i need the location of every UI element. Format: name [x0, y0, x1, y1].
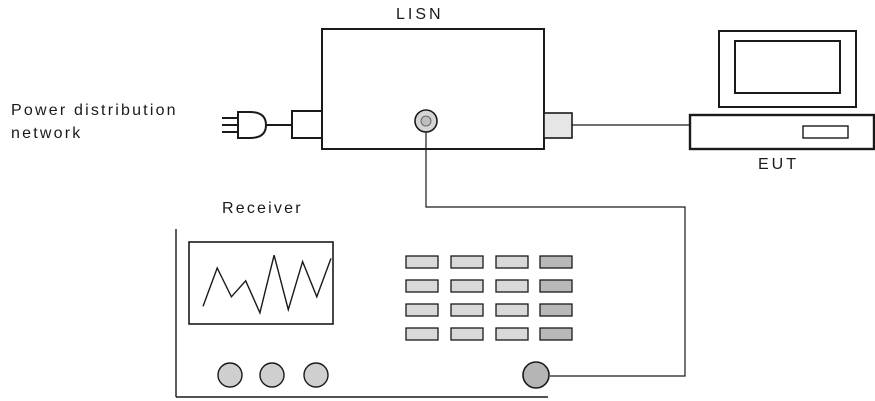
eut-drive-slot	[802, 125, 849, 139]
rf-signal-cable	[425, 132, 686, 377]
keypad-key-r1-c3	[495, 255, 529, 269]
keypad-key-r3-c3	[495, 303, 529, 317]
lisn-input-connector	[291, 110, 323, 139]
power-plug-icon	[222, 111, 292, 139]
eut-base-unit	[688, 113, 875, 151]
keypad-key-r2-c2	[450, 279, 484, 293]
keypad-key-r1-c1	[405, 255, 439, 269]
keypad-key-r2-c4	[539, 279, 573, 293]
keypad-key-r1-c2	[450, 255, 484, 269]
power-network-label: Power distribution network	[11, 99, 178, 145]
keypad-key-r4-c3	[495, 327, 529, 341]
keypad-key-r3-c2	[450, 303, 484, 317]
receiver-waveform	[202, 255, 332, 315]
keypad-key-r3-c1	[405, 303, 439, 317]
receiver-keypad	[405, 255, 573, 341]
receiver-rf-input	[522, 361, 550, 389]
receiver-knob-3	[303, 362, 329, 388]
keypad-key-r1-c4	[539, 255, 573, 269]
keypad-key-r2-c1	[405, 279, 439, 293]
keypad-key-r3-c4	[539, 303, 573, 317]
keypad-key-r2-c3	[495, 279, 529, 293]
power-label-line2: network	[11, 125, 83, 142]
lisn-output-connector	[543, 112, 573, 139]
keypad-key-r4-c4	[539, 327, 573, 341]
lisn-label: LISN	[396, 6, 444, 23]
receiver-body	[175, 229, 548, 398]
receiver-knob-1	[217, 362, 243, 388]
keypad-key-r4-c1	[405, 327, 439, 341]
keypad-key-r4-c2	[450, 327, 484, 341]
power-label-line1: Power distribution	[11, 102, 178, 119]
lisn-rf-port	[414, 109, 438, 133]
eut-label: EUT	[758, 156, 799, 173]
receiver-knobs	[217, 362, 329, 388]
receiver-knob-2	[259, 362, 285, 388]
eut-monitor	[718, 30, 857, 108]
lisn-box	[321, 28, 545, 150]
receiver-label: Receiver	[222, 200, 303, 217]
